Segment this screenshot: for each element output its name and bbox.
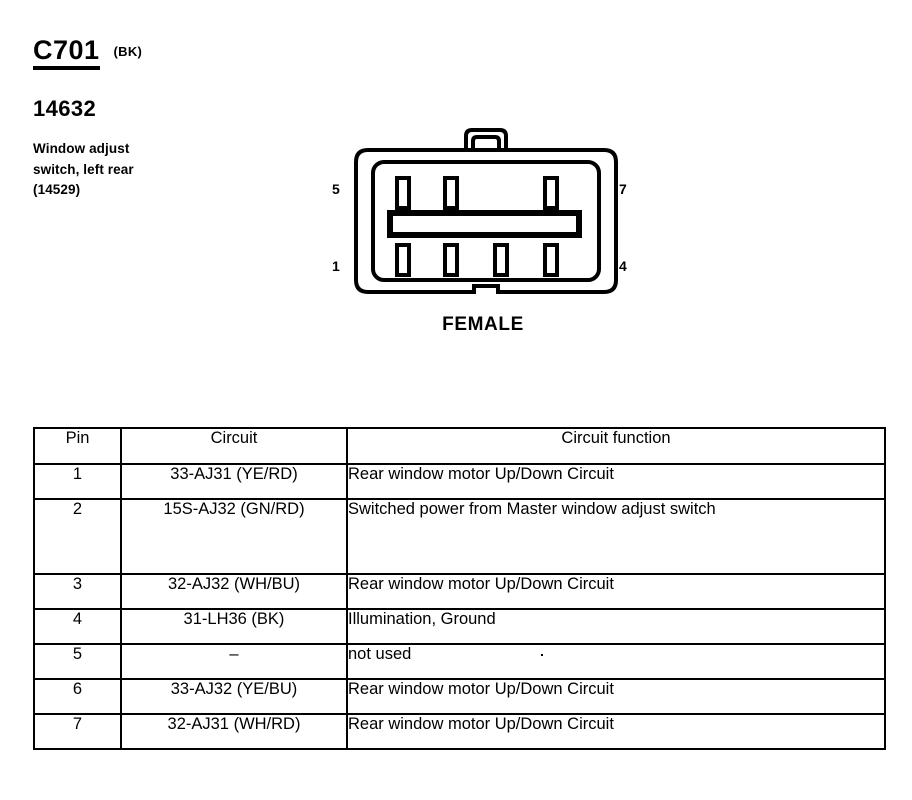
pin-assignment-table: Pin Circuit Circuit function 1 33-AJ31 (…	[33, 427, 886, 750]
pin-table-body: 1 33-AJ31 (YE/RD) Rear window motor Up/D…	[33, 463, 886, 750]
connector-gender-label: FEMALE	[442, 314, 524, 335]
cell-function: Rear window motor Up/Down Circuit	[346, 573, 886, 610]
pin-slot-lower-3	[493, 243, 509, 277]
table-header-row: Pin Circuit Circuit function	[33, 427, 886, 465]
latch-tab-inner	[471, 135, 501, 150]
cell-pin: 3	[33, 573, 122, 610]
cell-function: Illumination, Ground	[346, 608, 886, 645]
connector-illustration: 5 7 1 4 FEMALE	[318, 128, 648, 343]
connector-outer-shell	[354, 148, 618, 294]
description-line-3: (14529)	[33, 182, 81, 198]
pin-slot-lower-4	[543, 243, 559, 277]
cell-pin: 6	[33, 678, 122, 715]
table-row: 3 32-AJ32 (WH/BU) Rear window motor Up/D…	[33, 573, 886, 610]
cell-circuit: 33-AJ31 (YE/RD)	[120, 463, 348, 500]
connector-description: Window adjust switch, left rear (14529)	[33, 139, 313, 201]
cell-function: Rear window motor Up/Down Circuit	[346, 713, 886, 750]
connector-inner-shell	[371, 160, 601, 282]
cell-pin: 1	[33, 463, 122, 500]
connector-body-svg	[354, 128, 618, 294]
cell-pin: 5	[33, 643, 122, 680]
pin-slot-upper-2	[443, 176, 459, 210]
cell-function-text: not used	[348, 645, 412, 663]
connector-keying-bar	[387, 210, 582, 238]
pin-slot-lower-1	[395, 243, 411, 277]
pin-slot-upper-3	[543, 176, 559, 210]
scan-artifact-dot	[541, 653, 544, 656]
cell-function: Rear window motor Up/Down Circuit	[346, 463, 886, 500]
pin-slot-upper-1	[395, 176, 411, 210]
column-header-circuit: Circuit	[120, 427, 348, 465]
pin-slot-lower-2	[443, 243, 459, 277]
latch-tab-outer	[464, 128, 508, 150]
column-header-function: Circuit function	[346, 427, 886, 465]
cell-pin: 4	[33, 608, 122, 645]
table-row: 1 33-AJ31 (YE/RD) Rear window motor Up/D…	[33, 463, 886, 500]
table-row: 4 31-LH36 (BK) Illumination, Ground	[33, 608, 886, 645]
pin-number-label-top-left: 5	[332, 181, 340, 197]
pin-number-label-top-right: 7	[619, 181, 627, 197]
description-line-1: Window adjust	[33, 141, 130, 157]
cell-function: Rear window motor Up/Down Circuit	[346, 678, 886, 715]
description-line-2: switch, left rear	[33, 161, 134, 177]
pin-number-label-bottom-right: 4	[619, 258, 627, 274]
pin-table-container: Pin Circuit Circuit function 1 33-AJ31 (…	[33, 427, 886, 750]
cell-function: Switched power from Master window adjust…	[346, 498, 886, 575]
cell-circuit: 15S-AJ32 (GN/RD)	[120, 498, 348, 575]
table-row: 5 – not used	[33, 643, 886, 680]
cell-pin: 2	[33, 498, 122, 575]
connector-id: C701	[33, 36, 100, 71]
cell-circuit: –	[120, 643, 348, 680]
part-number: 14632	[33, 96, 97, 122]
table-row: 2 15S-AJ32 (GN/RD) Switched power from M…	[33, 498, 886, 575]
column-header-pin: Pin	[33, 427, 122, 465]
connector-id-row: C701 (BK)	[33, 36, 313, 71]
connector-color-code: (BK)	[113, 44, 143, 59]
table-row: 7 32-AJ31 (WH/RD) Rear window motor Up/D…	[33, 713, 886, 750]
connector-header: C701 (BK) 14632 Window adjust switch, le…	[33, 36, 313, 201]
cell-circuit: 32-AJ31 (WH/RD)	[120, 713, 348, 750]
cell-circuit: 32-AJ32 (WH/BU)	[120, 573, 348, 610]
cell-circuit: 31-LH36 (BK)	[120, 608, 348, 645]
table-row: 6 33-AJ32 (YE/BU) Rear window motor Up/D…	[33, 678, 886, 715]
cell-circuit: 33-AJ32 (YE/BU)	[120, 678, 348, 715]
cell-function: not used	[346, 643, 886, 680]
cell-pin: 7	[33, 713, 122, 750]
pin-number-label-bottom-left: 1	[332, 258, 340, 274]
